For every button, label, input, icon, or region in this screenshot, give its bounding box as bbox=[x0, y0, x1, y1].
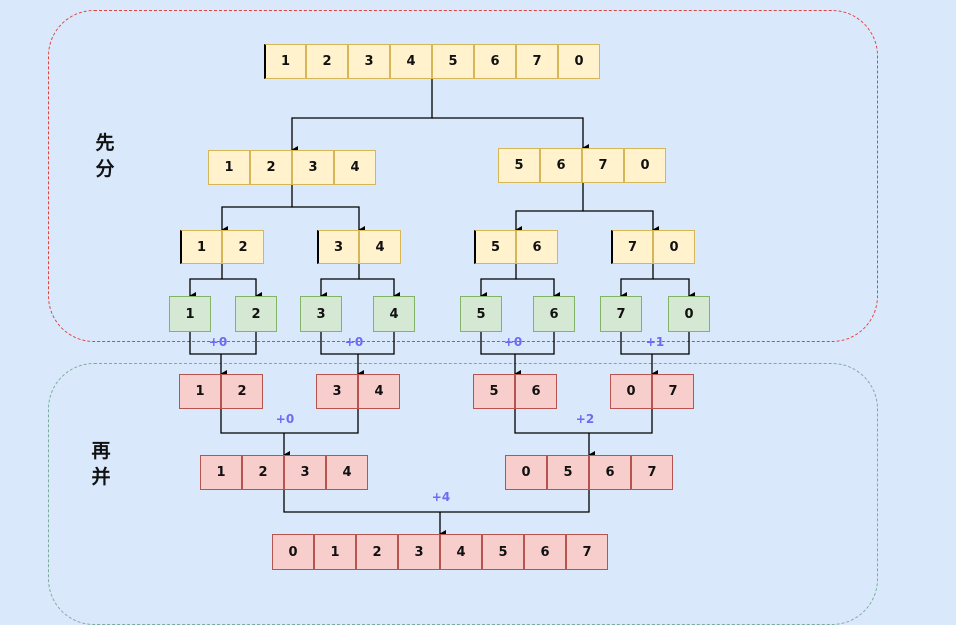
split-l2-cell: 6 bbox=[516, 230, 558, 264]
connector-line bbox=[653, 278, 695, 300]
merge-pair-cell: 0 bbox=[610, 374, 652, 409]
split-root-cell: 7 bbox=[516, 44, 558, 79]
connector-line bbox=[291, 79, 433, 154]
split-l1-cell: 7 bbox=[582, 148, 624, 183]
split-leaf-cell: 5 bbox=[460, 296, 502, 332]
split-leaf-cell: 0 bbox=[668, 296, 710, 332]
connector-line bbox=[480, 332, 555, 355]
split-label-char-1: 先 bbox=[95, 132, 115, 154]
connector-line bbox=[221, 185, 293, 234]
split-leaf-cell: 4 bbox=[373, 296, 415, 332]
offset-label: +0 bbox=[503, 335, 523, 349]
merge-pair-cell: 7 bbox=[652, 374, 694, 409]
split-root-cell: 5 bbox=[432, 44, 474, 79]
split-leaf-cell: 7 bbox=[600, 296, 642, 332]
merge-pair-cell: 5 bbox=[473, 374, 515, 409]
merge-label: 再 并 bbox=[89, 438, 113, 490]
merge-quad-cell: 1 bbox=[200, 455, 242, 490]
merge-final-cell: 3 bbox=[398, 534, 440, 570]
split-l1-cell: 0 bbox=[624, 148, 666, 183]
merge-quad-cell: 3 bbox=[284, 455, 326, 490]
connector-line bbox=[516, 278, 560, 300]
merge-pair-cell: 4 bbox=[358, 374, 400, 409]
split-label: 先 分 bbox=[93, 130, 117, 182]
connector-line bbox=[222, 278, 262, 300]
merge-final-cell: 2 bbox=[356, 534, 398, 570]
connector-line bbox=[359, 278, 400, 300]
connector-line bbox=[320, 264, 360, 300]
connector-line bbox=[620, 264, 654, 300]
split-leaf-cell: 1 bbox=[169, 296, 211, 332]
connector-line bbox=[220, 409, 359, 434]
split-root-cell: 6 bbox=[474, 44, 516, 79]
merge-final-cell: 7 bbox=[566, 534, 608, 570]
merge-quad-cell: 5 bbox=[547, 455, 589, 490]
split-l1-cell: 4 bbox=[334, 150, 376, 185]
offset-label: +4 bbox=[431, 490, 451, 504]
split-root-cell: 1 bbox=[264, 44, 306, 79]
connector-line bbox=[189, 332, 257, 355]
split-l1-cell: 3 bbox=[292, 150, 334, 185]
split-l2-cell: 5 bbox=[474, 230, 516, 264]
merge-pair-cell: 2 bbox=[221, 374, 263, 409]
connector-line bbox=[583, 210, 659, 234]
merge-final-cell: 6 bbox=[524, 534, 566, 570]
merge-quad-cell: 6 bbox=[589, 455, 631, 490]
connector-line bbox=[514, 409, 653, 434]
merge-final-cell: 4 bbox=[440, 534, 482, 570]
split-l2-cell: 3 bbox=[317, 230, 359, 264]
merge-pair-cell: 6 bbox=[515, 374, 557, 409]
merge-label-char-2: 并 bbox=[91, 466, 111, 488]
merge-quad-cell: 2 bbox=[242, 455, 284, 490]
offset-label: +0 bbox=[208, 335, 228, 349]
split-l1-cell: 6 bbox=[540, 148, 582, 183]
offset-label: +1 bbox=[645, 335, 665, 349]
connector-line bbox=[432, 117, 589, 152]
merge-pair-cell: 1 bbox=[179, 374, 221, 409]
connector-line bbox=[515, 183, 584, 234]
split-l2-cell: 2 bbox=[222, 230, 264, 264]
merge-quad-cell: 7 bbox=[631, 455, 673, 490]
split-l1-cell: 2 bbox=[250, 150, 292, 185]
merge-final-cell: 1 bbox=[314, 534, 356, 570]
merge-quad-cell: 0 bbox=[505, 455, 547, 490]
split-l1-cell: 5 bbox=[498, 148, 540, 183]
split-l2-cell: 1 bbox=[180, 230, 222, 264]
split-root-cell: 4 bbox=[390, 44, 432, 79]
split-region bbox=[48, 10, 878, 342]
connector-line bbox=[620, 332, 690, 355]
split-root-cell: 2 bbox=[306, 44, 348, 79]
connector-line bbox=[189, 264, 223, 300]
offset-label: +0 bbox=[344, 335, 364, 349]
split-l2-cell: 0 bbox=[653, 230, 695, 264]
connector-line bbox=[283, 490, 590, 513]
split-l2-cell: 4 bbox=[359, 230, 401, 264]
split-label-char-2: 分 bbox=[95, 158, 115, 180]
merge-pair-cell: 3 bbox=[316, 374, 358, 409]
merge-quad-cell: 4 bbox=[326, 455, 368, 490]
offset-label: +2 bbox=[575, 412, 595, 426]
split-root-cell: 0 bbox=[558, 44, 600, 79]
merge-final-cell: 5 bbox=[482, 534, 524, 570]
merge-final-cell: 0 bbox=[272, 534, 314, 570]
merge-label-char-1: 再 bbox=[91, 440, 111, 462]
split-leaf-cell: 3 bbox=[300, 296, 342, 332]
split-leaf-cell: 2 bbox=[235, 296, 277, 332]
split-l1-cell: 1 bbox=[208, 150, 250, 185]
connector-line bbox=[480, 264, 517, 300]
split-l2-cell: 7 bbox=[611, 230, 653, 264]
split-leaf-cell: 6 bbox=[533, 296, 575, 332]
connector-line bbox=[292, 206, 365, 234]
offset-label: +0 bbox=[275, 412, 295, 426]
split-root-cell: 3 bbox=[348, 44, 390, 79]
connector-lines bbox=[189, 79, 695, 538]
